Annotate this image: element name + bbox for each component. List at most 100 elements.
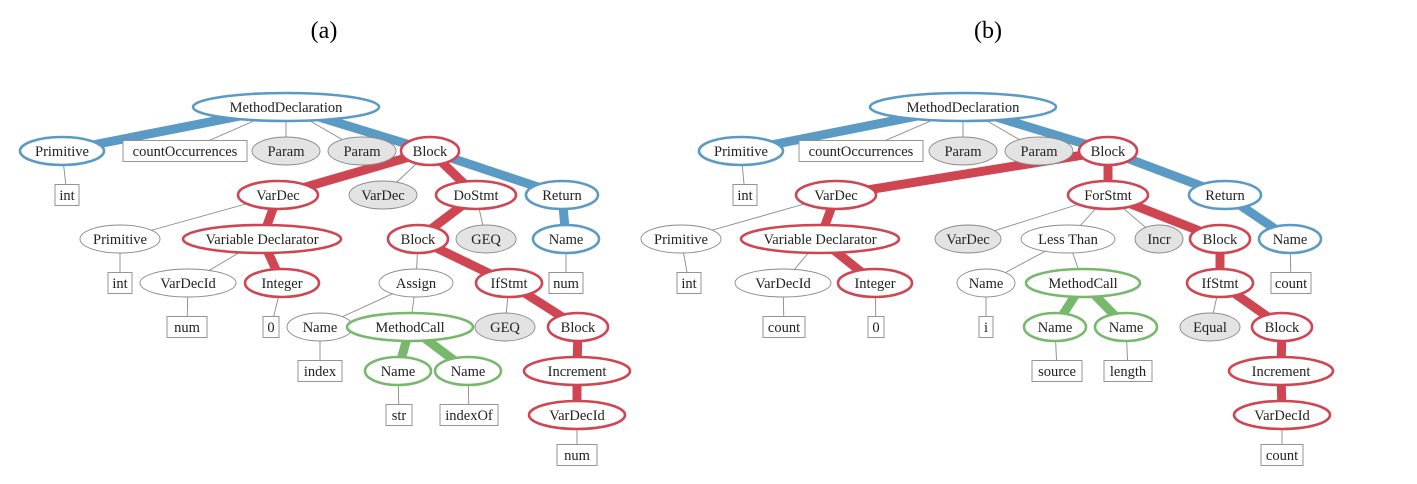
node-label-blk3: Block <box>561 320 596 336</box>
node-label-int1: int <box>59 188 74 204</box>
node-shape-inc <box>1227 355 1335 387</box>
node-shape-intg <box>243 267 321 299</box>
node-shape-nm4 <box>433 355 503 387</box>
node-label-cnt3: count <box>1266 448 1298 464</box>
tree-node-blk3: Block <box>1250 311 1314 343</box>
tree-node-vd2: VarDec <box>348 180 418 210</box>
node-label-inc: Increment <box>1252 364 1311 380</box>
tree-node-asg: Assign <box>378 268 454 298</box>
tree-node-blk: Block <box>1077 135 1139 167</box>
node-shape-inc <box>522 355 632 387</box>
leaf-box-num2: num <box>548 272 584 294</box>
tree-node-blk2: Block <box>386 223 450 255</box>
node-shape-blk3 <box>546 311 610 343</box>
node-shape-md <box>868 91 1058 123</box>
node-shape-ibox <box>978 316 994 338</box>
node-shape-nm1 <box>1257 223 1323 255</box>
tree-node-intg: Integer <box>243 267 321 299</box>
tree-node-for: ForStmt <box>1066 179 1150 211</box>
node-shape-do <box>434 179 518 211</box>
tree-node-blk2: Block <box>1188 223 1252 255</box>
tree-node-prim: Primitive <box>697 135 785 167</box>
node-shape-nmi <box>956 268 1016 298</box>
tree-node-nm2: Name <box>286 312 354 342</box>
tree-node-vdecl: Variable Declarator <box>181 223 343 255</box>
leaf-box-cnt2: count <box>1270 272 1312 294</box>
node-shape-blk <box>399 135 461 167</box>
node-label-mc: MethodCall <box>375 320 444 336</box>
node-shape-str <box>385 404 413 426</box>
tree-node-vdid2: VarDecId <box>1232 399 1332 431</box>
node-shape-cnt3 <box>1260 444 1304 466</box>
tree-node-p2: Param <box>1004 136 1074 166</box>
tree-node-nm4: Name <box>1093 311 1159 343</box>
leaf-box-str: str <box>385 404 413 426</box>
node-label-vdid: VarDecId <box>160 276 216 292</box>
tree-node-ret: Return <box>1187 179 1263 211</box>
node-label-inc: Increment <box>548 364 607 380</box>
tree-node-nm4: Name <box>433 355 503 387</box>
node-label-str: str <box>392 408 407 424</box>
tree-node-ret: Return <box>524 179 600 211</box>
node-shape-nm3 <box>363 355 433 387</box>
node-label-md: MethodDeclaration <box>230 100 343 116</box>
node-shape-ifs <box>474 267 544 299</box>
tree-node-vdid: VarDecId <box>734 268 832 298</box>
node-label-vdid: VarDecId <box>755 276 811 292</box>
tree-node-eq: Equal <box>1179 312 1241 342</box>
node-label-vd1: VarDec <box>814 188 857 204</box>
node-shape-iof <box>439 404 499 426</box>
node-shape-vdid2 <box>1232 399 1332 431</box>
node-shape-int1 <box>732 184 758 206</box>
node-shape-geq1 <box>455 224 517 254</box>
node-label-blk3: Block <box>1265 320 1300 336</box>
node-label-blk: Block <box>1091 144 1126 160</box>
node-shape-cnt <box>798 140 924 162</box>
node-shape-len <box>1103 360 1153 382</box>
panel-a-title: (a) <box>310 18 338 44</box>
tree-node-intg: Integer <box>836 267 914 299</box>
node-label-do: DoStmt <box>453 188 498 204</box>
node-label-blk: Block <box>413 144 448 160</box>
tree-node-mc: MethodCall <box>345 311 475 343</box>
node-label-geq2: GEQ <box>490 320 520 336</box>
node-label-idx: index <box>304 364 337 380</box>
node-label-blk2: Block <box>401 232 436 248</box>
node-shape-vdid <box>139 268 237 298</box>
tree-node-vd1: VarDec <box>794 179 878 211</box>
node-label-prim: Primitive <box>714 144 768 160</box>
node-shape-vd1 <box>794 179 878 211</box>
node-label-src: source <box>1038 364 1076 380</box>
node-label-cnt1: count <box>768 320 800 336</box>
node-shape-int2 <box>107 272 133 294</box>
tree-node-vd2: VarDec <box>934 224 1002 254</box>
node-label-mc: MethodCall <box>1048 276 1117 292</box>
node-label-intg: Integer <box>261 276 302 292</box>
node-label-int1: int <box>737 188 752 204</box>
node-label-nm1: Name <box>549 232 584 248</box>
leaf-box-iof: indexOf <box>439 404 499 426</box>
leaf-box-idx: index <box>297 360 343 382</box>
node-shape-cnt <box>122 140 248 162</box>
node-label-iof: indexOf <box>445 408 493 424</box>
node-label-nm3: Name <box>381 364 416 380</box>
node-label-prim: Primitive <box>35 144 89 160</box>
leaf-box-zero: 0 <box>262 316 280 338</box>
node-shape-blk <box>1077 135 1139 167</box>
node-shape-mc <box>1024 267 1142 299</box>
leaf-box-len: length <box>1103 360 1153 382</box>
node-label-md: MethodDeclaration <box>907 100 1020 116</box>
node-label-cnt: countOccurrences <box>809 144 914 160</box>
node-label-int2: int <box>112 276 127 292</box>
node-shape-p1 <box>251 136 321 166</box>
node-label-ret: Return <box>1205 188 1245 204</box>
tree-node-blk: Block <box>399 135 461 167</box>
node-label-p2: Param <box>343 144 381 160</box>
leaf-box-ibox: i <box>978 316 994 338</box>
node-shape-prim2 <box>640 224 722 254</box>
node-shape-vdid <box>734 268 832 298</box>
node-label-ifs: IfStmt <box>1201 276 1238 292</box>
node-shape-src <box>1031 360 1083 382</box>
panel-b-title: (b) <box>974 18 1002 44</box>
node-label-ret: Return <box>542 188 582 204</box>
